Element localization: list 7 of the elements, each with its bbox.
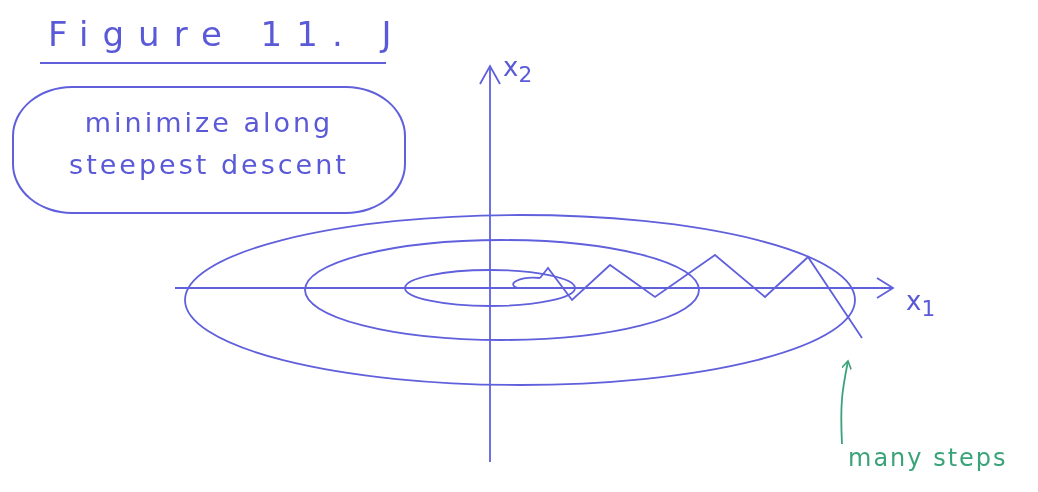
zigzag-path	[539, 253, 863, 339]
axis-label: x$_{1}$	[906, 286, 936, 322]
leader-arrow	[840, 360, 853, 445]
figure-title: Figure 11. J	[48, 14, 406, 54]
note-bubble: minimize along steepest descent	[12, 86, 406, 214]
annotation-text: many steps	[848, 444, 1008, 472]
axis-label: x$_{2}$	[503, 52, 533, 88]
